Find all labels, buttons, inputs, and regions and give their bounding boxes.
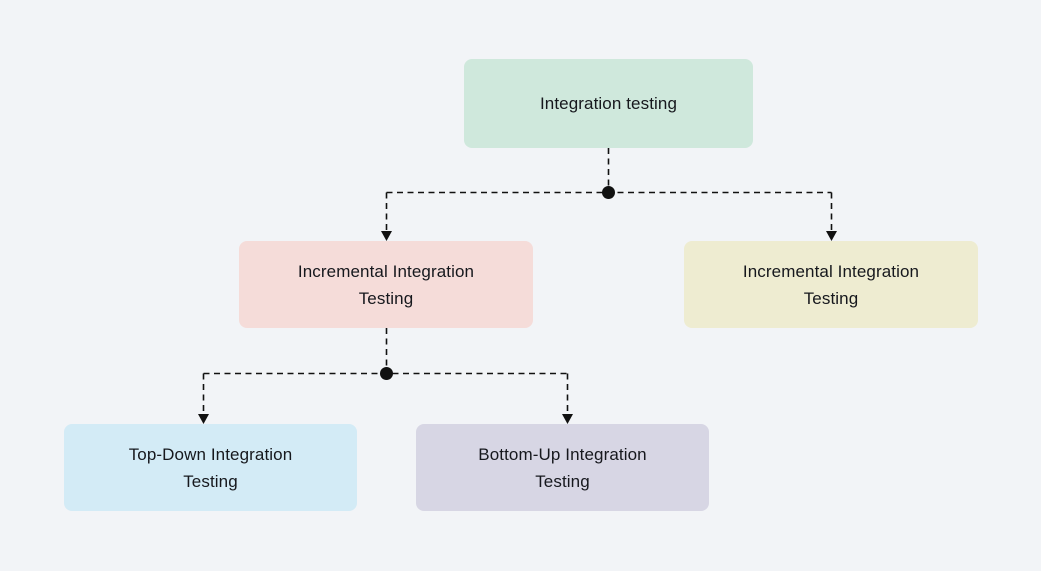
node-integration-testing[interactable]: Integration testing bbox=[464, 59, 753, 148]
node-incremental-integration-testing-right[interactable]: Incremental Integration Testing bbox=[684, 241, 978, 328]
junction-dot-level1 bbox=[602, 186, 615, 199]
junction-dot-level2 bbox=[380, 367, 393, 380]
arrowhead-incremental-right bbox=[826, 231, 837, 241]
arrowhead-bottom-up bbox=[562, 414, 573, 424]
arrowhead-incremental-left bbox=[381, 231, 392, 241]
node-label: Integration testing bbox=[539, 94, 678, 113]
node-bottom-up-integration-testing[interactable]: Bottom-Up Integration Testing bbox=[416, 424, 709, 511]
node-label: Incremental Integration Testing bbox=[742, 261, 920, 308]
arrowhead-top-down bbox=[198, 414, 209, 424]
node-label: Bottom-Up Integration Testing bbox=[478, 444, 647, 491]
node-label: Top-Down Integration Testing bbox=[128, 444, 293, 491]
node-label: Incremental Integration Testing bbox=[297, 261, 475, 308]
node-top-down-integration-testing[interactable]: Top-Down Integration Testing bbox=[64, 424, 357, 511]
node-incremental-integration-testing-left[interactable]: Incremental Integration Testing bbox=[239, 241, 533, 328]
